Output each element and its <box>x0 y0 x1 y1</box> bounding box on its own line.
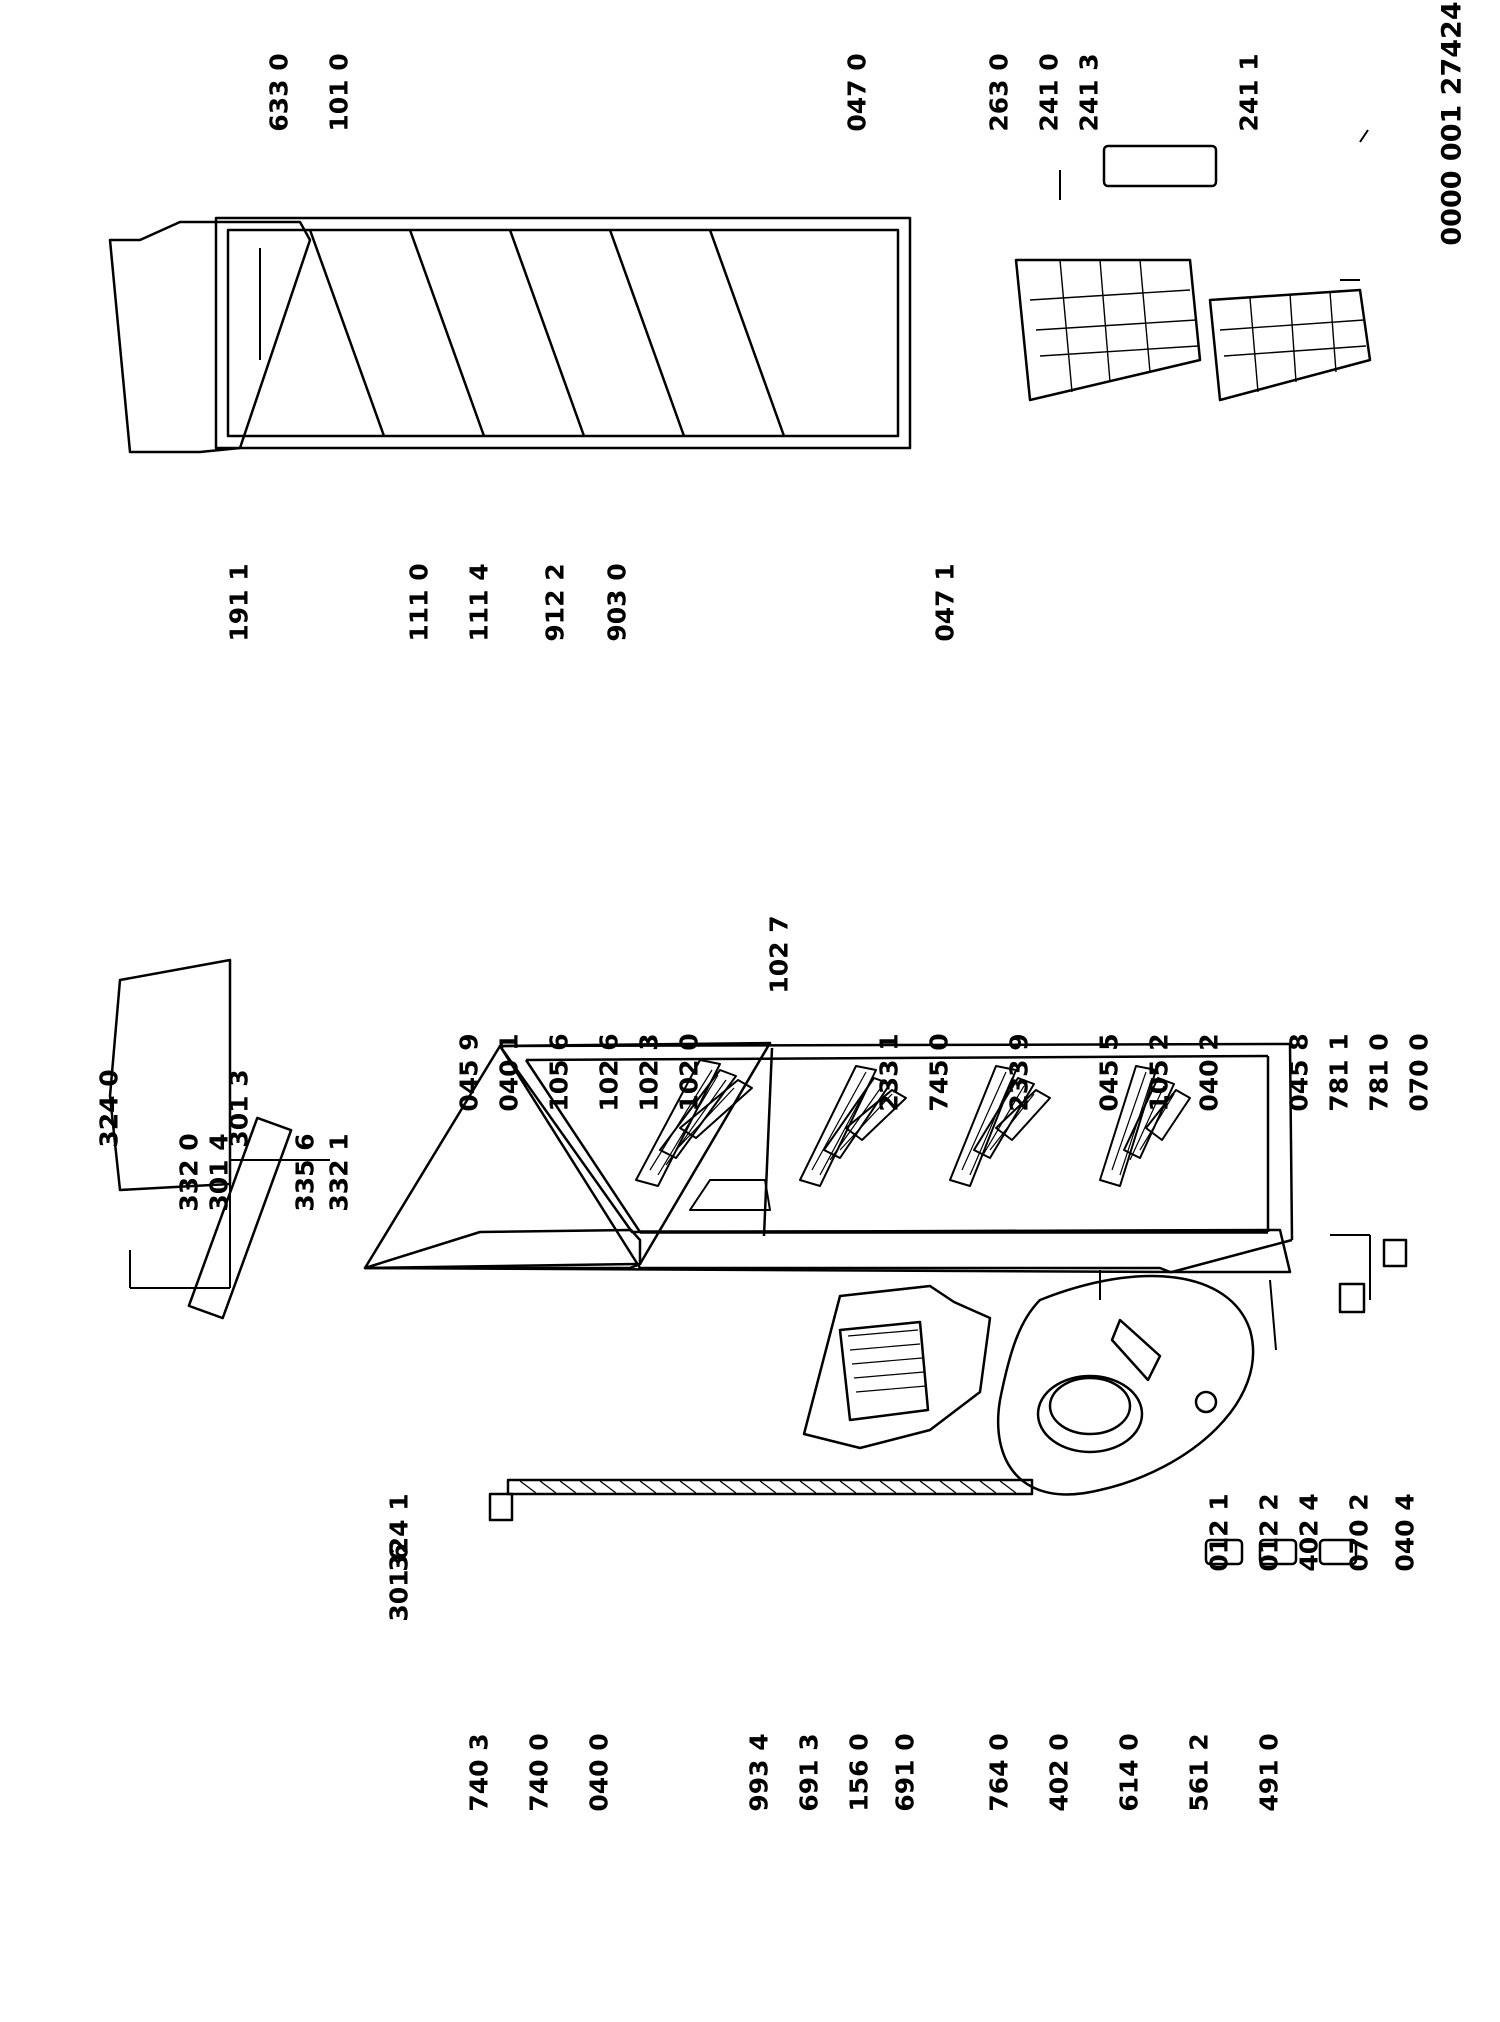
part-label: 102 6 <box>594 1033 624 1112</box>
door-assembly <box>108 216 912 1192</box>
part-label: 101 0 <box>324 53 354 132</box>
wire-basket-large <box>1014 258 1202 402</box>
part-label: 040 0 <box>584 1733 614 1812</box>
part-label: 012 1 <box>1204 1493 1234 1572</box>
part-label: 402 4 <box>1294 1493 1324 1572</box>
part-label: 070 2 <box>1344 1493 1374 1572</box>
top-control-panel <box>187 1116 293 1320</box>
part-label: 047 1 <box>930 563 960 642</box>
part-label: 156 0 <box>844 1733 874 1812</box>
shelf-hatching <box>649 1069 1175 1176</box>
part-label: 324 0 <box>94 1069 124 1148</box>
part-label: 332 1 <box>324 1133 354 1212</box>
part-label: 241 0 <box>1034 53 1064 132</box>
part-label: 301 4 <box>204 1133 234 1212</box>
part-label: 070 0 <box>1404 1033 1434 1112</box>
part-label: 491 0 <box>1254 1733 1284 1812</box>
small-parts <box>1204 1238 1408 1566</box>
part-label: 241 3 <box>1074 53 1104 132</box>
part-label: 045 9 <box>454 1033 484 1112</box>
wire-basket-small <box>1208 288 1372 402</box>
part-label: 111 0 <box>404 563 434 642</box>
part-label: 903 0 <box>602 563 632 642</box>
part-label: 040 1 <box>494 1033 524 1112</box>
part-label: 233 9 <box>1004 1033 1034 1112</box>
leader-lines <box>129 129 1371 1351</box>
part-label: 614 0 <box>1114 1733 1144 1812</box>
part-label: 105 6 <box>544 1033 574 1112</box>
part-label: 781 0 <box>1364 1033 1394 1112</box>
part-label: 102 0 <box>674 1033 704 1112</box>
part-label: 781 1 <box>1324 1033 1354 1112</box>
part-label: 335 6 <box>290 1133 320 1212</box>
part-label: 040 4 <box>1390 1493 1420 1572</box>
cabinet-body <box>363 1041 1294 1274</box>
part-label: 102 3 <box>634 1033 664 1112</box>
part-label: 745 0 <box>924 1033 954 1112</box>
part-label: 740 0 <box>524 1733 554 1812</box>
part-label: 561 2 <box>1184 1733 1214 1812</box>
control-block <box>802 1284 992 1450</box>
part-label: 045 8 <box>1284 1033 1314 1112</box>
basket-front-trim <box>1102 144 1218 188</box>
part-label: 045 5 <box>1094 1033 1124 1112</box>
rear-cover-strip <box>488 1478 1034 1522</box>
part-label: 012 2 <box>1254 1493 1284 1572</box>
part-label: 691 0 <box>890 1733 920 1812</box>
part-label: 111 4 <box>464 563 494 642</box>
part-label: 040 2 <box>1194 1033 1224 1112</box>
part-label: 332 0 <box>174 1133 204 1212</box>
part-label: 402 0 <box>1044 1733 1074 1812</box>
part-label: 191 1 <box>224 563 254 642</box>
part-label: 102 7 <box>764 915 794 994</box>
part-label: 993 4 <box>744 1733 774 1812</box>
shelf-row-2 <box>799 1065 907 1187</box>
part-label: 241 1 <box>1234 53 1264 132</box>
part-label: 740 3 <box>464 1733 494 1812</box>
part-label: 691 3 <box>794 1733 824 1812</box>
compressor-assembly <box>996 1274 1255 1496</box>
shelf-row-4 <box>1099 1065 1191 1187</box>
part-label: 263 0 <box>984 53 1014 132</box>
document-code: 0000 001 27424 <box>1436 1 1468 246</box>
part-label: 912 2 <box>540 563 570 642</box>
shelf-row-3 <box>949 1065 1051 1187</box>
cabinet-shelves <box>635 1059 1191 1211</box>
part-label: 301 6 <box>384 1543 414 1622</box>
part-label: 633 0 <box>264 53 294 132</box>
part-label: 764 0 <box>984 1733 1014 1812</box>
part-label: 233 1 <box>874 1033 904 1112</box>
part-label: 105 2 <box>1144 1033 1174 1112</box>
part-label: 047 0 <box>842 53 872 132</box>
